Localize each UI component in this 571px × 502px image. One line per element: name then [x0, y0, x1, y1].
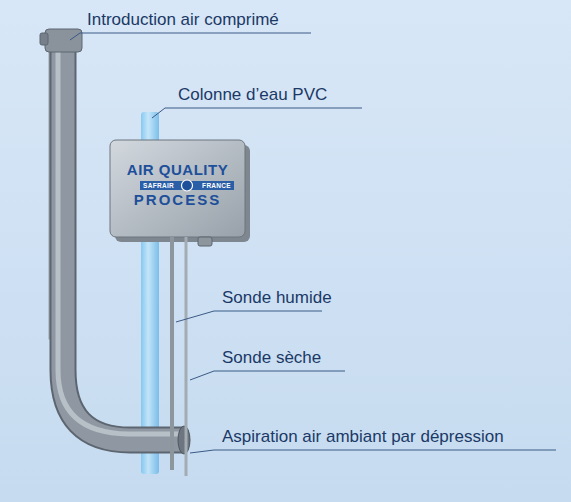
callout-label: Aspiration air ambiant par dépression	[222, 427, 504, 447]
leader-line	[190, 450, 556, 453]
leader-line	[152, 108, 362, 118]
logo-text: PROCESS	[110, 192, 245, 209]
pipe-outline	[63, 45, 182, 440]
callout-label: Sonde sèche	[222, 348, 321, 368]
leader-line	[176, 311, 322, 322]
pipe	[63, 45, 182, 440]
logo-small-text: SAFRAIR	[143, 182, 174, 189]
logo-text: AIR QUALITY	[110, 162, 245, 179]
callout-label: Sonde humide	[222, 288, 332, 308]
callout-label: Introduction air comprimé	[87, 10, 279, 30]
logo-dot	[182, 180, 193, 191]
housing	[110, 140, 245, 237]
pipe-outlet	[178, 426, 190, 454]
air-inlet	[40, 33, 48, 45]
leader-line	[190, 371, 345, 380]
housing-panel: AIR QUALITY SAFRAIR FRANCE PROCESS	[110, 140, 245, 237]
pipe-elbow	[45, 29, 82, 52]
leader-line	[70, 33, 311, 40]
wet-probe	[170, 237, 174, 470]
logo-band	[140, 181, 234, 190]
dry-probe	[185, 237, 188, 476]
logo-small-text: FRANCE	[202, 182, 231, 189]
cable-gland	[198, 237, 212, 246]
callout-label: Colonne d’eau PVC	[178, 85, 327, 105]
